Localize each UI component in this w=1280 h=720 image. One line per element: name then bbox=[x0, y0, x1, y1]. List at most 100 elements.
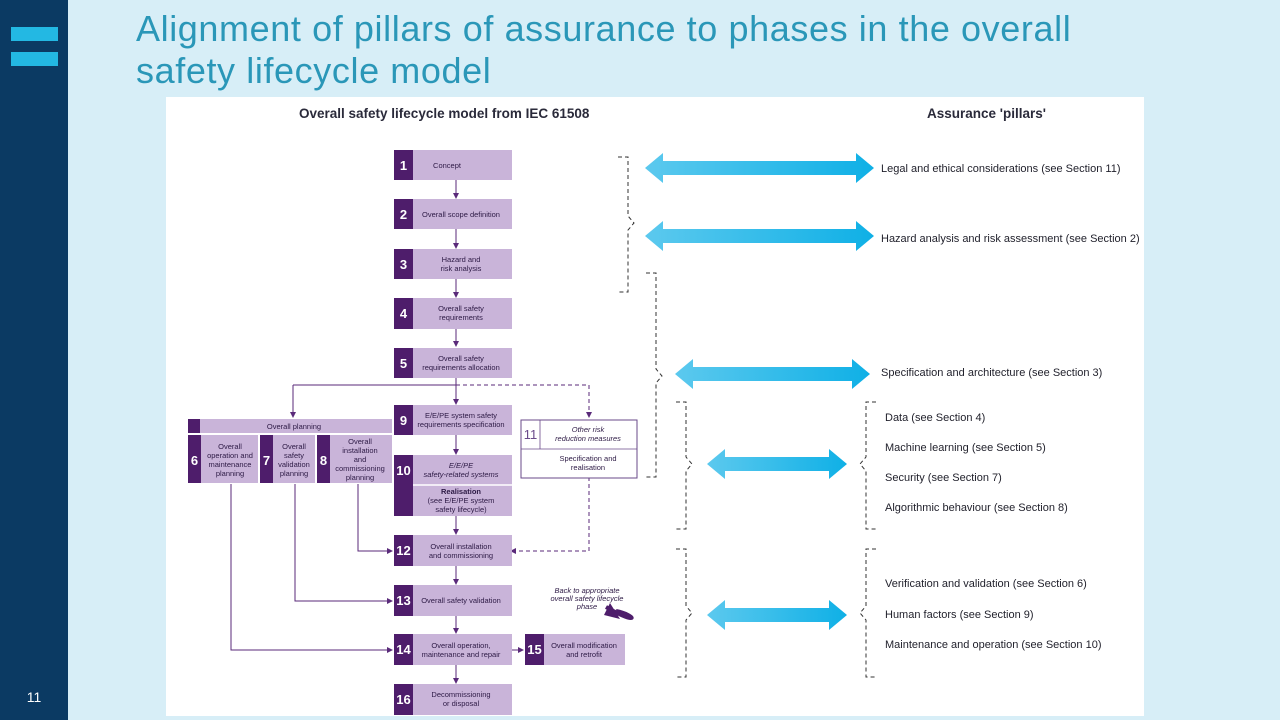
lifecycle-diagram: Overall safety lifecycle model from IEC … bbox=[166, 97, 1144, 716]
phase-6-line-2: operation and bbox=[207, 451, 253, 460]
phase-10: 10 E/E/PE safety-related systems Realisa… bbox=[394, 455, 512, 516]
phase-6-line-4: planning bbox=[216, 469, 244, 478]
phase-13-label: Overall safety validation bbox=[421, 596, 501, 605]
pillar-verification-validation: Verification and validation (see Section… bbox=[885, 578, 1087, 590]
double-arrow-1 bbox=[645, 153, 874, 183]
phase-11-number: 11 bbox=[524, 427, 538, 442]
phase-4-label-line-2: requirements bbox=[439, 313, 483, 322]
pillar-arrows bbox=[645, 153, 874, 630]
phase-8-number: 8 bbox=[320, 453, 327, 468]
slide-title: Alignment of pillars of assurance to pha… bbox=[136, 8, 1196, 92]
pillar-algorithmic-behaviour: Algorithmic behaviour (see Section 8) bbox=[885, 502, 1068, 514]
pillar-hazard-analysis: Hazard analysis and risk assessment (see… bbox=[881, 233, 1140, 245]
phase-3-label-line-2: risk analysis bbox=[441, 264, 482, 273]
phase-14-number: 14 bbox=[396, 642, 411, 657]
phase-5-label-line-1: Overall safety bbox=[438, 354, 484, 363]
phase-12-label-line-2: and commissioning bbox=[429, 551, 493, 560]
phase-5-label-line-2: requirements allocation bbox=[422, 363, 500, 372]
phase-1-label: Concept bbox=[433, 161, 462, 170]
phase-12-number: 12 bbox=[396, 543, 410, 558]
pillar-maintenance-operation: Maintenance and operation (see Section 1… bbox=[885, 639, 1101, 651]
slide-title-line-2: safety lifecycle model bbox=[136, 50, 492, 91]
page-number: 11 bbox=[26, 689, 42, 705]
menu-icon-bar-top[interactable] bbox=[11, 27, 58, 41]
lifecycle-heading: Overall safety lifecycle model from IEC … bbox=[299, 106, 590, 121]
pillar-security: Security (see Section 7) bbox=[885, 472, 1002, 484]
phase-12-label-line-1: Overall installation bbox=[430, 542, 491, 551]
phase-2-label: Overall scope definition bbox=[422, 210, 500, 219]
double-arrow-2 bbox=[645, 221, 874, 251]
phase-9-number: 9 bbox=[400, 413, 407, 428]
phase-1: 1 Concept bbox=[394, 150, 512, 180]
phase-6-line-3: maintenance bbox=[209, 460, 252, 469]
phase-8-line-1: Overall bbox=[348, 437, 372, 446]
grouping-braces bbox=[618, 156, 876, 678]
phase-6-line-1: Overall bbox=[218, 442, 242, 451]
phase-10-label-line-1: E/E/PE bbox=[449, 461, 474, 470]
phase-12: 12 Overall installation and commissionin… bbox=[394, 535, 512, 566]
phase-5-number: 5 bbox=[400, 356, 407, 371]
phase-14: 14 Overall operation, maintenance and re… bbox=[394, 634, 512, 665]
phase-8-line-3: and bbox=[354, 455, 367, 464]
realisation-line-2: (see E/E/PE system bbox=[428, 496, 495, 505]
pillar-list: Legal and ethical considerations (see Se… bbox=[881, 163, 1140, 651]
phase-13-number: 13 bbox=[396, 593, 410, 608]
phase-13: 13 Overall safety validation bbox=[394, 585, 512, 616]
back-note-line-3: phase bbox=[576, 602, 597, 611]
phase-11-line-4: realisation bbox=[571, 463, 605, 472]
phase-7-number: 7 bbox=[263, 453, 270, 468]
phase-3-number: 3 bbox=[400, 257, 407, 272]
slide-title-line-1: Alignment of pillars of assurance to pha… bbox=[136, 8, 1072, 49]
phase-7-line-4: planning bbox=[280, 469, 308, 478]
phase-3-label-line-1: Hazard and bbox=[442, 255, 481, 264]
phase-11-line-1: Other risk bbox=[572, 425, 606, 434]
phase-14-label-line-1: Overall operation, bbox=[431, 641, 490, 650]
double-arrow-4 bbox=[707, 449, 847, 479]
back-note-line-2: overall safety lifecycle bbox=[551, 594, 624, 603]
realisation-line-3: safety lifecycle) bbox=[435, 505, 487, 514]
pillar-data: Data (see Section 4) bbox=[885, 412, 985, 424]
phase-4-label-line-1: Overall safety bbox=[438, 304, 484, 313]
flow-connectors bbox=[230, 180, 634, 684]
phase-10-label-line-2: safety-related systems bbox=[423, 470, 498, 479]
phase-5: 5 Overall safety requirements allocation bbox=[394, 348, 512, 378]
phase-15: 15 Overall modification and retrofit bbox=[525, 634, 625, 665]
double-arrow-3 bbox=[675, 359, 870, 389]
back-note-line-1: Back to appropriate bbox=[554, 586, 619, 595]
phase-2-number: 2 bbox=[400, 207, 407, 222]
phase-16-number: 16 bbox=[396, 692, 410, 707]
back-to-phase-note: Back to appropriate overall safety lifec… bbox=[551, 586, 624, 611]
phase-8-line-4: commissioning bbox=[335, 464, 385, 473]
phase-10-number: 10 bbox=[396, 463, 410, 478]
phase-7-line-3: validation bbox=[278, 460, 310, 469]
phase-16-label-line-1: Decommissioning bbox=[431, 690, 490, 699]
realisation-title: Realisation bbox=[441, 487, 481, 496]
phase-8-line-5: planning bbox=[346, 473, 374, 482]
phase-8-line-2: installation bbox=[342, 446, 377, 455]
overall-planning-label: Overall planning bbox=[267, 422, 321, 431]
phase-9-label-line-1: E/E/PE system safety bbox=[425, 411, 497, 420]
phase-14-label-line-2: maintenance and repair bbox=[422, 650, 501, 659]
pillar-legal-ethical: Legal and ethical considerations (see Se… bbox=[881, 163, 1121, 175]
phase-7-line-1: Overall bbox=[282, 442, 306, 451]
pillars-heading: Assurance 'pillars' bbox=[927, 106, 1046, 121]
phase-6-number: 6 bbox=[191, 453, 198, 468]
phase-11-other-risk: 11 Other risk reduction measures Specifi… bbox=[520, 419, 638, 479]
phase-15-label-line-2: and retrofit bbox=[566, 650, 603, 659]
phase-15-number: 15 bbox=[527, 642, 541, 657]
phase-16: 16 Decommissioning or disposal bbox=[394, 684, 512, 715]
sidebar: 11 bbox=[0, 0, 68, 720]
overall-planning-group: Overall planning 6 Overall operation and… bbox=[188, 419, 392, 483]
phase-3: 3 Hazard and risk analysis bbox=[394, 249, 512, 279]
phase-11-line-3: Specification and bbox=[559, 454, 616, 463]
phase-1-number: 1 bbox=[400, 158, 407, 173]
phase-15-label-line-1: Overall modification bbox=[551, 641, 617, 650]
phase-7-line-2: safety bbox=[284, 451, 304, 460]
double-arrow-5 bbox=[707, 600, 847, 630]
pillar-human-factors: Human factors (see Section 9) bbox=[885, 609, 1034, 621]
phase-4: 4 Overall safety requirements bbox=[394, 298, 512, 329]
phase-9-label-line-2: requirements specification bbox=[417, 420, 504, 429]
phase-2: 2 Overall scope definition bbox=[394, 199, 512, 229]
menu-icon-bar-bottom[interactable] bbox=[11, 52, 58, 66]
phase-11-line-2: reduction measures bbox=[555, 434, 621, 443]
